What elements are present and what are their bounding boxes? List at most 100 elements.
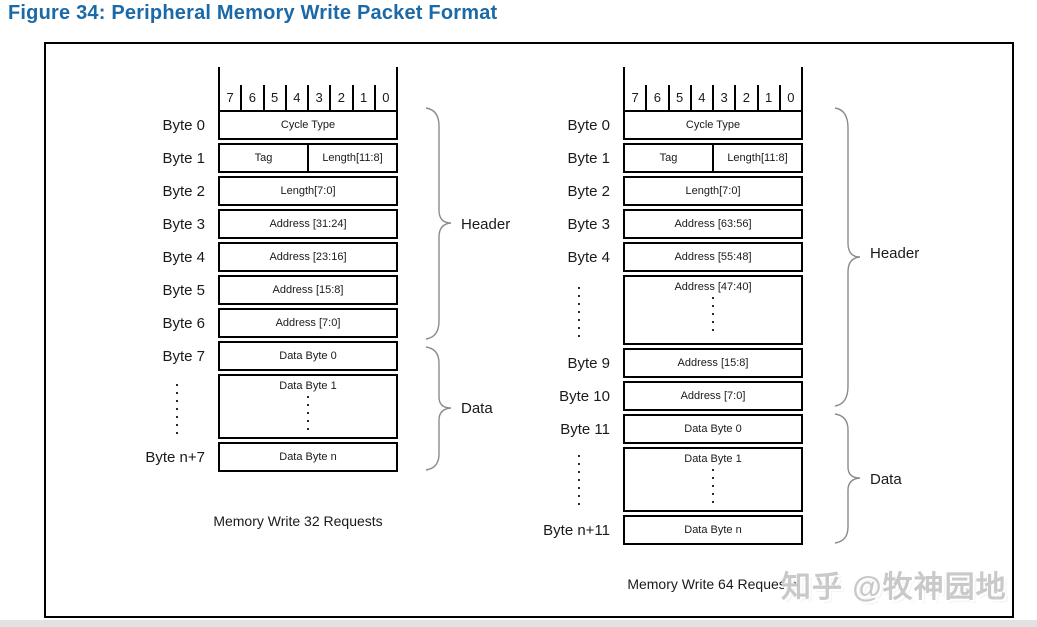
field-cell: Tag <box>254 152 273 164</box>
packet-row: Byte 0 Cycle Type <box>162 110 398 140</box>
packet-row: Byte 2 Length[7:0] <box>567 176 803 206</box>
field-cell: Data Byte n <box>684 524 742 536</box>
byte-label: Byte n+7 <box>145 448 205 466</box>
bit-label: 0 <box>787 90 795 105</box>
packet-row: Byte 3 Address [63:56] <box>567 209 803 239</box>
packet-row-ellipsis: Address [47:40] <box>623 275 803 345</box>
packet-row: Byte 0 Cycle Type <box>567 110 803 140</box>
bit-label: 5 <box>670 85 692 110</box>
byte-label: Byte 2 <box>162 182 205 200</box>
ellipsis-dots <box>307 396 309 431</box>
packet-row-ellipsis: Data Byte 1 <box>623 447 803 512</box>
bit-index-row: 7 6 5 4 3 2 1 0 <box>623 67 803 110</box>
byte-label: Byte 10 <box>559 387 610 405</box>
field-cell: Data Byte 0 <box>684 423 742 435</box>
byte-label: Byte 2 <box>567 182 610 200</box>
packet-row: Byte 4 Address [55:48] <box>567 242 803 272</box>
byte-label: Byte 4 <box>567 248 610 266</box>
bit-label: 1 <box>759 85 781 110</box>
packet-row: Byte 1 Tag Length[11:8] <box>162 143 398 173</box>
header-brace-label: Header <box>870 244 920 262</box>
byte-label: Byte 11 <box>560 420 610 438</box>
field-cell: Length[11:8] <box>307 145 396 171</box>
bit-label: 0 <box>382 90 390 105</box>
field-cell: Tag <box>659 152 678 164</box>
ellipsis-dots <box>578 287 580 337</box>
packet-row: Byte 11 Data Byte 0 <box>560 414 803 444</box>
ellipsis-dots <box>176 384 178 438</box>
field-cell: Cycle Type <box>280 119 336 131</box>
field-cell: Address [7:0] <box>275 317 341 329</box>
byte-label: Byte 4 <box>162 248 205 266</box>
data-brace-label: Data <box>461 399 493 417</box>
packet-row: Byte 1 Tag Length[11:8] <box>567 143 803 173</box>
bit-label: 7 <box>220 85 243 110</box>
figure-frame <box>44 42 1014 618</box>
figure-title: Figure 34: Peripheral Memory Write Packe… <box>8 2 498 24</box>
field-cell: Length[7:0] <box>685 185 741 197</box>
field-cell: Address [15:8] <box>677 357 749 369</box>
byte-label: Byte 1 <box>567 149 610 167</box>
field-cell: Address [7:0] <box>680 390 746 402</box>
field-cell: Length[11:8] <box>712 145 801 171</box>
packet-row: Byte 6 Address [7:0] <box>162 308 398 338</box>
byte-label: Byte 9 <box>567 354 610 372</box>
data-brace <box>834 413 861 544</box>
bit-label: 2 <box>331 85 354 110</box>
bit-label: 5 <box>265 85 287 110</box>
byte-label <box>518 447 610 512</box>
byte-label: Byte n+11 <box>543 521 610 539</box>
ellipsis-dots <box>578 455 580 510</box>
field-cell: Length[7:0] <box>280 185 336 197</box>
bottom-strip <box>0 620 1037 627</box>
bit-label: 3 <box>309 85 332 110</box>
packet-row: Byte 2 Length[7:0] <box>162 176 398 206</box>
watermark: 知乎 @牧神园地 <box>781 571 1007 604</box>
packet-row: Byte 5 Address [15:8] <box>162 275 398 305</box>
byte-label: Byte 3 <box>567 215 610 233</box>
field-cell: Address [47:40] <box>625 277 801 343</box>
packet-row: Byte 9 Address [15:8] <box>567 348 803 378</box>
field-cell: Data Byte 1 <box>625 449 801 510</box>
byte-label: Byte 5 <box>162 281 205 299</box>
bit-label: 3 <box>714 85 737 110</box>
packet-row: Byte 3 Address [31:24] <box>162 209 398 239</box>
diagram-caption: Memory Write 64 Requests <box>627 576 797 592</box>
byte-label: Byte 0 <box>567 116 610 134</box>
packet-row: Byte n+11 Data Byte n <box>543 515 803 545</box>
bit-label: 2 <box>736 85 759 110</box>
field-cell: Address [23:16] <box>269 251 347 263</box>
ellipsis-dots <box>712 297 714 337</box>
header-brace-label: Header <box>461 215 511 233</box>
field-cell: Cycle Type <box>685 119 741 131</box>
packet-row: Byte 10 Address [7:0] <box>559 381 803 411</box>
field-cell: Address [15:8] <box>272 284 344 296</box>
field-cell: Data Byte 1 <box>220 376 396 437</box>
field-cell: Address [63:56] <box>674 218 752 230</box>
bit-label: 6 <box>647 85 670 110</box>
packet-row-ellipsis: Data Byte 1 <box>218 374 398 439</box>
header-brace <box>425 107 452 340</box>
byte-label: Byte 1 <box>162 149 205 167</box>
byte-label: Byte 7 <box>162 347 205 365</box>
packet-row: Byte n+7 Data Byte n <box>145 442 398 472</box>
bit-label: 4 <box>692 85 714 110</box>
diagram-caption: Memory Write 32 Requests <box>213 513 383 529</box>
bit-index-row: 7 6 5 4 3 2 1 0 <box>218 67 398 110</box>
field-cell: Data Byte 0 <box>279 350 337 362</box>
byte-label <box>113 374 205 439</box>
ellipsis-dots <box>712 469 714 504</box>
packet-row: Byte 4 Address [23:16] <box>162 242 398 272</box>
byte-label <box>518 275 610 345</box>
bit-label: 4 <box>287 85 309 110</box>
byte-label: Byte 6 <box>162 314 205 332</box>
header-brace <box>834 107 861 407</box>
byte-label: Byte 3 <box>162 215 205 233</box>
packet-row: Byte 7 Data Byte 0 <box>162 341 398 371</box>
field-cell: Address [31:24] <box>269 218 347 230</box>
bit-label: 1 <box>354 85 376 110</box>
field-cell: Address [55:48] <box>674 251 752 263</box>
byte-label: Byte 0 <box>162 116 205 134</box>
data-brace-label: Data <box>870 470 902 488</box>
bit-label: 6 <box>242 85 265 110</box>
